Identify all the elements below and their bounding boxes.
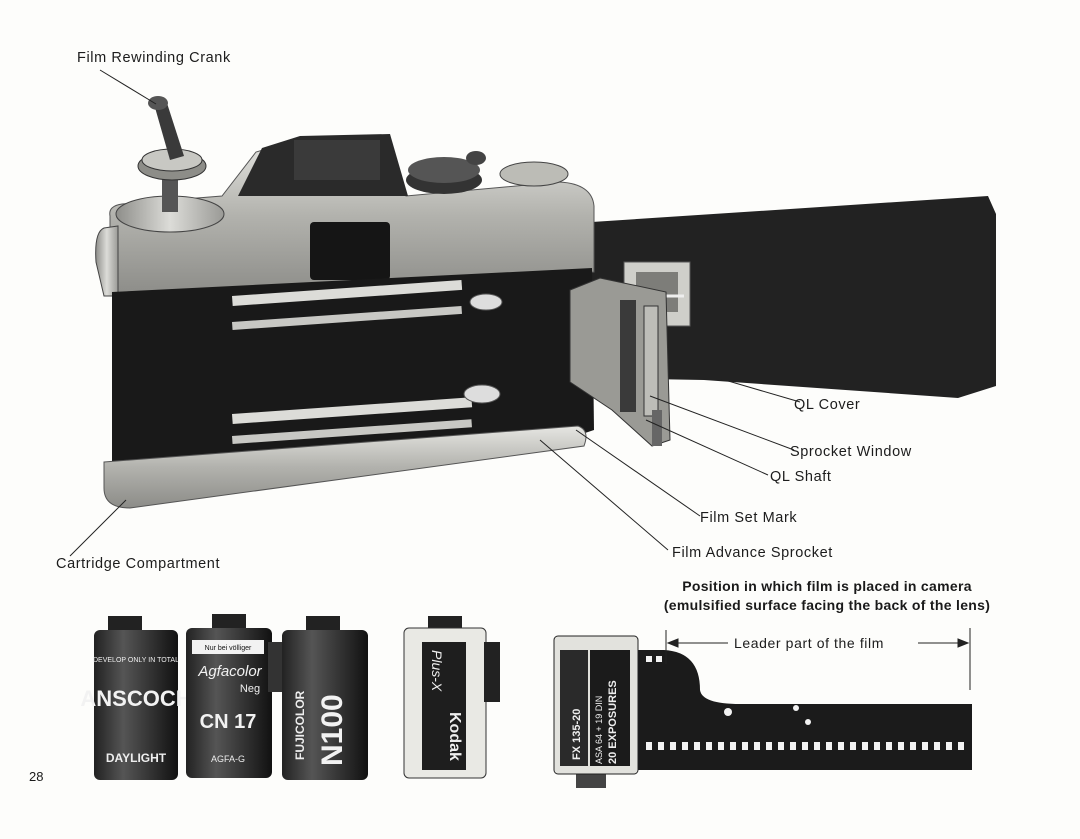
- film-code-text: FX 135-20: [571, 709, 583, 760]
- ansco-main-text: ANSCOCH: [80, 686, 191, 711]
- label-sprocket-window: Sprocket Window: [790, 444, 912, 460]
- agfa-bottom-text: AGFA-G: [211, 754, 245, 764]
- label-leader-part: Leader part of the film: [734, 635, 884, 651]
- label-film-set-mark: Film Set Mark: [700, 510, 798, 526]
- agfa-sub-text: Neg: [240, 683, 260, 695]
- agfa-top-text: Nur bei völliger: [205, 645, 252, 652]
- camera-body: [95, 96, 671, 509]
- page-number: 28: [29, 769, 44, 784]
- label-cartridge-compartment: Cartridge Compartment: [56, 556, 221, 572]
- kodak-name-text: Plus-X: [429, 650, 445, 692]
- kodak-brand-text: Kodak: [446, 712, 463, 761]
- agfa-brand-text: Agfacolor: [197, 663, 262, 680]
- cartridge-fuji: FUJICOLOR N100: [282, 616, 368, 780]
- cartridge-kodak: Kodak Plus-X: [403, 616, 500, 779]
- film-with-leader: FX 135-20 ASA 64 + 19 DIN 20 EXPOSURES: [553, 635, 972, 788]
- fuji-code-text: N100: [316, 694, 349, 766]
- label-ql-shaft: QL Shaft: [770, 469, 832, 485]
- film-perforations: [646, 656, 964, 750]
- agfa-code-text: CN 17: [200, 711, 257, 733]
- cartridge-ansco: DEVELOP ONLY IN TOTAL ANSCOCH DAYLIGHT: [80, 616, 192, 780]
- leader-dimension: [665, 628, 971, 690]
- film-asa-text: ASA 64 + 19 DIN: [594, 696, 604, 764]
- label-film-rewinding-crank: Film Rewinding Crank: [77, 50, 231, 66]
- caption-line-2: (emulsified surface facing the back of t…: [663, 597, 991, 613]
- cartridge-agfa: Nur bei völliger Agfacolor Neg CN 17 AGF…: [186, 614, 282, 778]
- ansco-top-text: DEVELOP ONLY IN TOTAL: [93, 657, 179, 664]
- label-film-advance-sprocket: Film Advance Sprocket: [672, 545, 833, 561]
- fuji-brand-text: FUJICOLOR: [293, 690, 307, 760]
- film-exposures-text: 20 EXPOSURES: [607, 680, 619, 764]
- callout-leader-lines: [69, 69, 801, 557]
- ansco-bottom-text: DAYLIGHT: [106, 751, 167, 765]
- caption-line-1: Position in which film is placed in came…: [682, 578, 972, 594]
- label-ql-cover: QL Cover: [794, 397, 861, 413]
